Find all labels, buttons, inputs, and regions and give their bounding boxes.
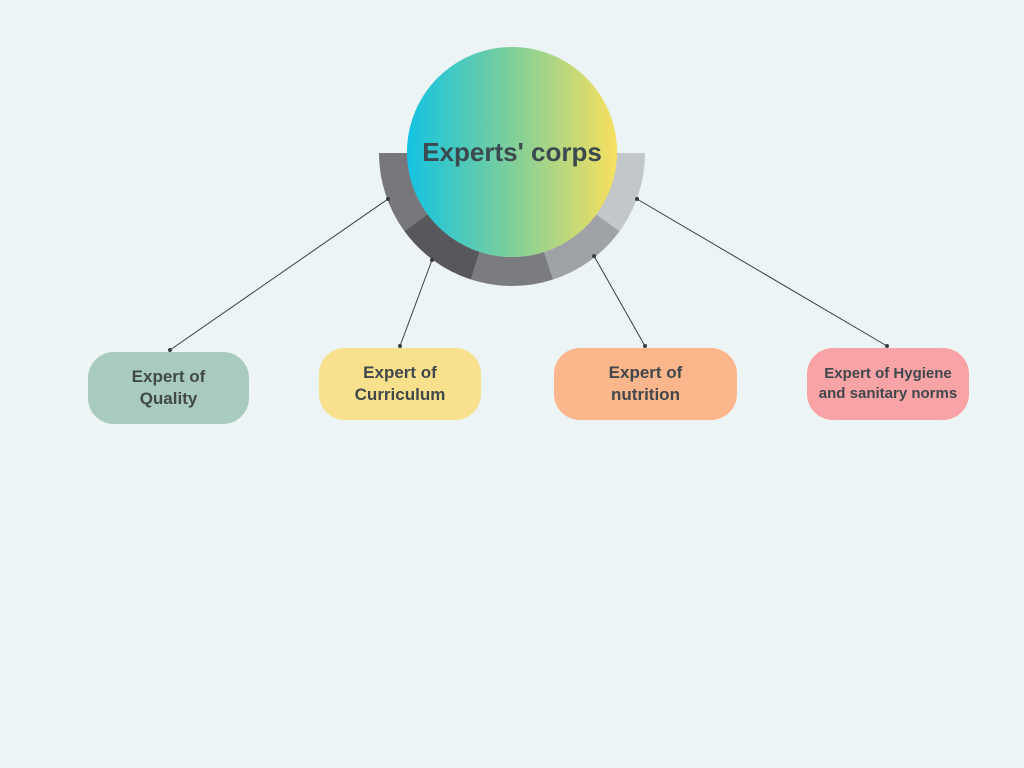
node-label-line: and sanitary norms: [818, 385, 958, 402]
node-label-line: Quality: [139, 389, 198, 408]
connector-dot: [430, 258, 434, 262]
connector-dot: [643, 344, 647, 348]
connector-dot: [168, 348, 172, 352]
segmented-ring: [379, 153, 645, 287]
connector-dot: [386, 197, 390, 201]
connector-line: [593, 255, 646, 347]
node-label-line: Expert of: [363, 363, 437, 382]
connector-dot: [635, 197, 639, 201]
node-label-line: Expert of Hygiene: [824, 365, 952, 382]
connector-dot: [398, 344, 402, 348]
node-expert-of-hygiene[interactable]: Expert of Hygiene and sanitary norms: [807, 348, 969, 420]
connectors: [168, 197, 889, 352]
ring-segment: [596, 153, 645, 232]
central-topic-title: Experts' corps: [422, 136, 602, 167]
connector-dot: [885, 344, 889, 348]
central-topic[interactable]: Experts' corps: [407, 47, 617, 257]
ring-segment: [379, 153, 428, 232]
node-expert-of-nutrition[interactable]: Expert of nutrition: [554, 348, 737, 420]
node-label-line: nutrition: [611, 385, 680, 404]
ring-segment: [470, 251, 554, 287]
node-label-line: Expert of: [608, 363, 683, 382]
connector-dot: [592, 254, 596, 258]
connector-line: [169, 198, 389, 351]
node-label-line: Curriculum: [354, 385, 446, 404]
node-label-line: Expert of: [131, 367, 206, 386]
node-expert-of-quality[interactable]: Expert of Quality: [88, 352, 249, 424]
ring-segment: [544, 214, 620, 280]
node-expert-of-curriculum[interactable]: Expert of Curriculum: [319, 348, 481, 420]
connector-line: [636, 198, 888, 347]
connector-line: [399, 259, 433, 347]
ring-segment: [404, 214, 480, 280]
